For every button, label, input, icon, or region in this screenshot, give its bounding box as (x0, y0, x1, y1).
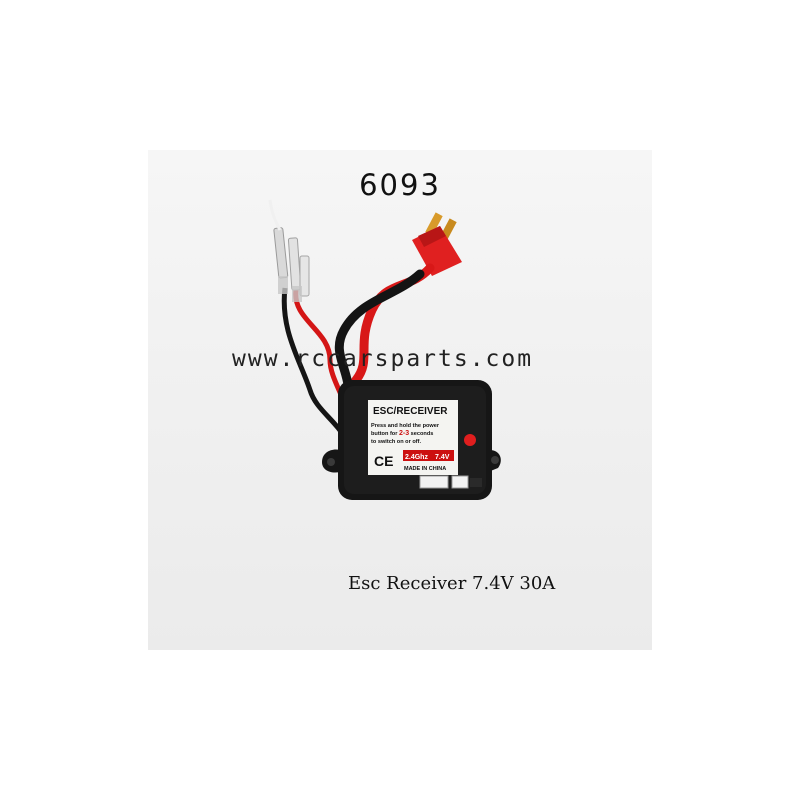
part-number: 6093 (359, 168, 441, 202)
servo-ports (419, 475, 482, 489)
label-title: ESC/RECEIVER (373, 406, 448, 417)
t-plug-connector (412, 212, 462, 276)
power-button (464, 434, 476, 446)
label-band: 2.4Ghz (405, 454, 428, 461)
label-instruction-2: button for 2-3 seconds (371, 430, 433, 437)
label-instruction-3: to switch on or off. (371, 439, 421, 445)
product-caption: Esc Receiver 7.4V 30A (348, 573, 556, 594)
esc-label-sticker: ESC/RECEIVER Press and hold the power bu… (368, 400, 458, 475)
label-instruction-1: Press and hold the power (371, 423, 440, 429)
watermark-url: www.rccarsparts.com (232, 346, 534, 372)
spade-terminals (268, 199, 310, 302)
ce-mark: CE (374, 453, 393, 469)
black-motor-wire (281, 287, 349, 442)
label-origin: MADE IN CHINA (404, 466, 446, 472)
label-voltage: 7.4V (435, 454, 450, 461)
